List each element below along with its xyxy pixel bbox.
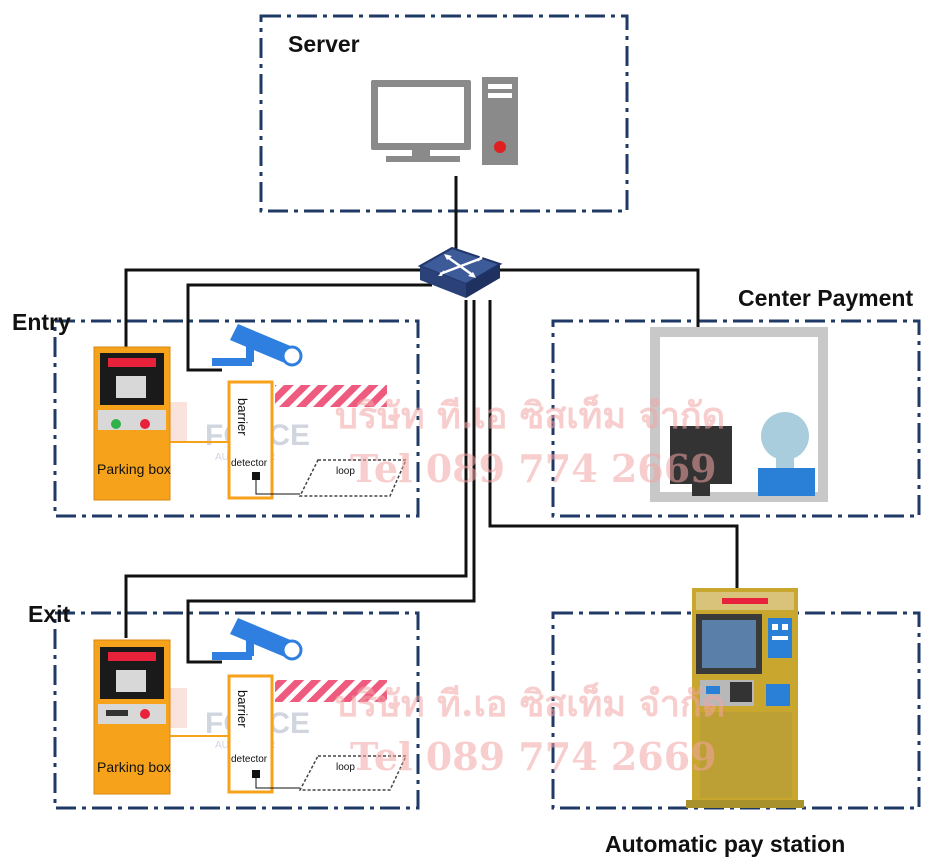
entry-parking-box-label: Parking box (97, 461, 171, 477)
server-tower-icon (482, 77, 518, 165)
exit-parking-box: Parking box (93, 639, 171, 795)
server-label: Server (288, 31, 360, 57)
exit-loop: loop (255, 755, 408, 791)
center-payment-label: Center Payment (738, 285, 913, 311)
entry-loop-label: loop (336, 466, 355, 477)
entry-detector-label: detector (231, 458, 268, 469)
watermark-phone-exit: Tel 089 774 2669 (350, 734, 717, 779)
exit-barrier-arm (275, 680, 387, 702)
network-switch-icon (417, 246, 503, 298)
entry-loop: loop (255, 459, 408, 497)
pay-station-kiosk (686, 588, 804, 808)
exit-detector-label: detector (231, 754, 268, 765)
exit-parking-box-label: Parking box (97, 759, 171, 775)
exit-frame (53, 611, 420, 810)
entry-camera-icon (212, 324, 303, 367)
exit-loop-label: loop (336, 762, 355, 773)
payment-booth (650, 327, 828, 502)
entry-barrier-label: barrier (235, 398, 250, 436)
watermark-phone-entry: Tel 089 774 2669 (350, 446, 717, 491)
entry-barrier: barrier detector (227, 380, 274, 500)
entry-barrier-arm (275, 385, 387, 407)
entry-label: Entry (12, 309, 71, 335)
center-payment-frame (551, 319, 921, 518)
monitor-icon (371, 80, 471, 162)
exit-barrier-label: barrier (235, 690, 250, 728)
watermark-company-exit: บริษัท ที.เอ ซิสเท็ม จำกัด (335, 681, 725, 725)
watermark: บริษัท ที.เอ ซิสเท็ม จำกัด Tel 089 774 2… (335, 393, 725, 779)
exit-barrier: barrier detector (227, 674, 274, 794)
exit-label: Exit (28, 601, 71, 627)
watermark-company-entry: บริษัท ที.เอ ซิสเท็ม จำกัด (335, 393, 725, 437)
server-frame (259, 14, 629, 213)
automatic-pay-station-label: Automatic pay station (605, 831, 845, 857)
entry-parking-box: Parking box (93, 346, 171, 501)
entry-frame (53, 319, 420, 518)
exit-camera-icon (212, 618, 303, 661)
